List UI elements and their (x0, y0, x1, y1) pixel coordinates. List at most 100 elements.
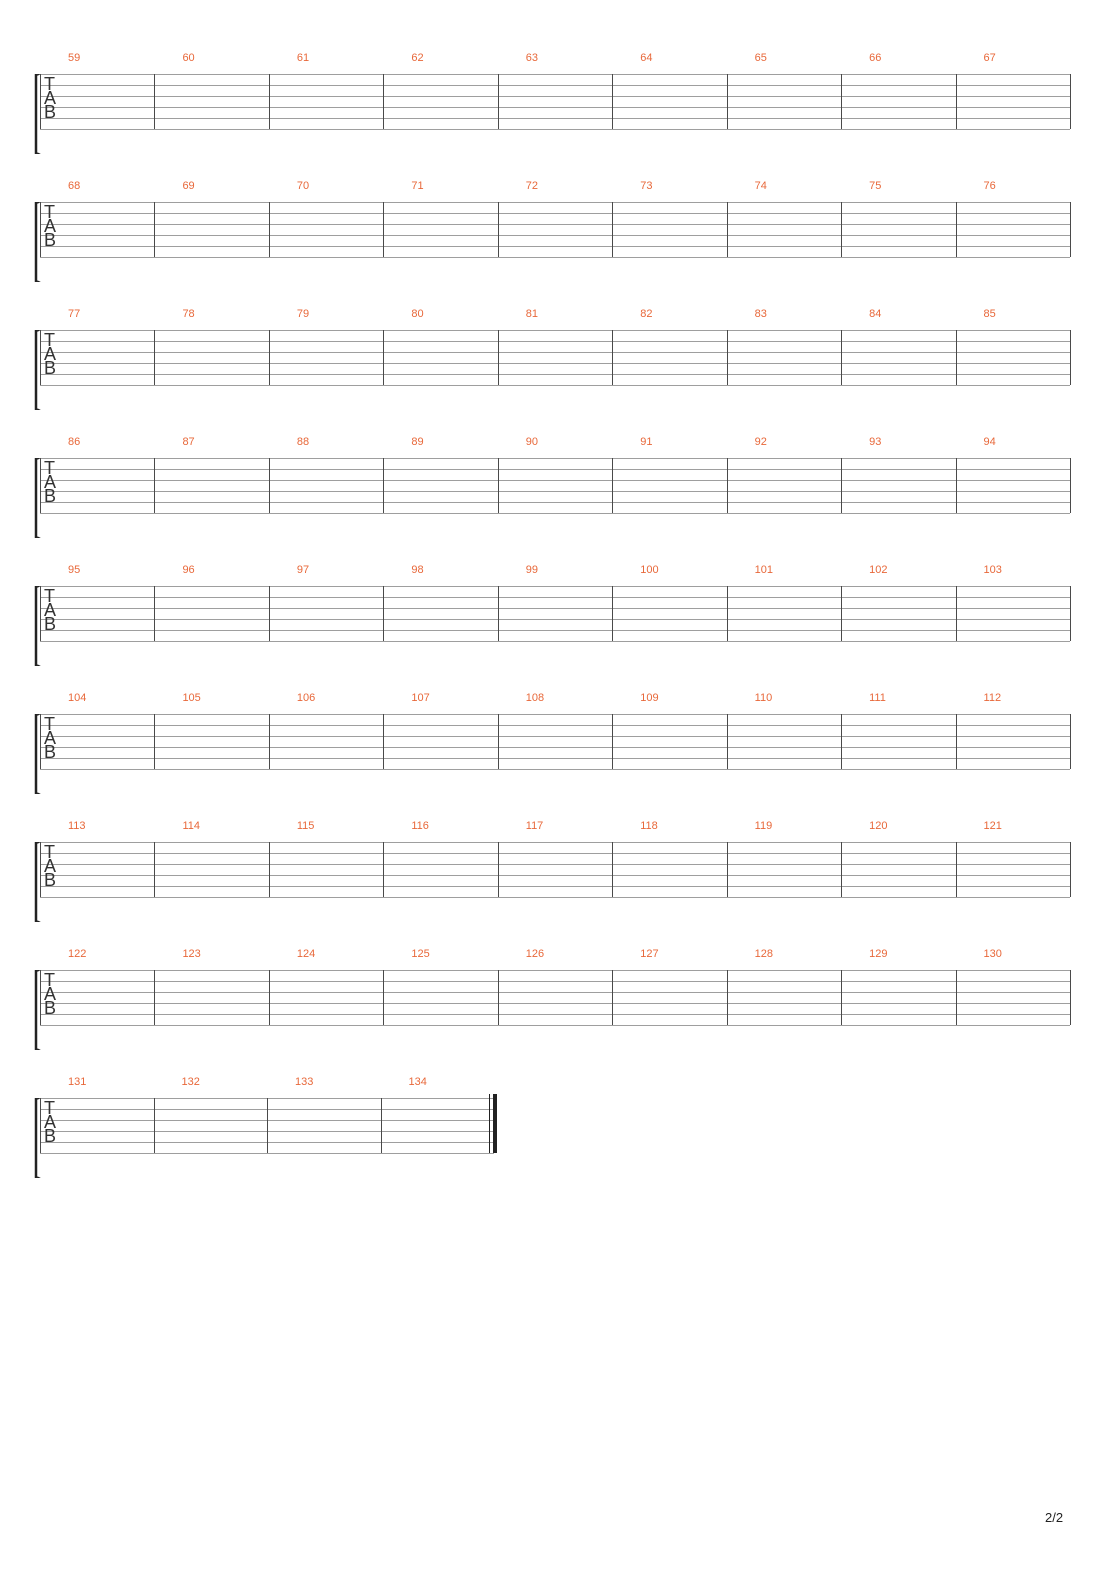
measure-number: 85 (983, 308, 996, 320)
barline (841, 458, 842, 513)
tab-clef-letter: T (44, 842, 55, 862)
tab-clef-letter: A (44, 472, 57, 492)
barline (956, 714, 957, 769)
barline (956, 970, 957, 1025)
barline (612, 202, 613, 257)
measure-number: 87 (182, 436, 195, 448)
measure-number: 90 (525, 436, 539, 448)
staff-line (40, 897, 1070, 898)
barline (498, 330, 499, 385)
tab-clef-letter: B (44, 230, 57, 250)
tab-clef-letter: T (44, 714, 55, 734)
barline (841, 74, 842, 129)
measure-number: 92 (754, 436, 767, 448)
barline (40, 842, 41, 897)
staff-line (40, 886, 1070, 887)
staff-line (40, 853, 1070, 854)
tab-clef-letter: A (44, 600, 57, 620)
barline (498, 586, 499, 641)
measure-number: 81 (525, 308, 539, 320)
barline (727, 970, 728, 1025)
barline (956, 458, 957, 513)
measure-number: 131 (68, 1076, 87, 1088)
barline (498, 458, 499, 513)
staff-line (40, 747, 1070, 748)
barline (841, 714, 842, 769)
barline (1070, 74, 1071, 129)
barline (269, 842, 270, 897)
measure-number: 103 (983, 564, 1002, 576)
measure-number: 130 (983, 948, 1002, 960)
staff-line (40, 586, 1070, 587)
staff-line (40, 85, 1070, 86)
staff-line (40, 129, 1070, 130)
staff-line (40, 363, 1070, 364)
tab-clef-letter: T (44, 586, 55, 606)
measure-number: 124 (296, 948, 316, 960)
tab-clef-letter: B (44, 486, 57, 506)
staff-line (40, 374, 1070, 375)
staff-line (40, 758, 1070, 759)
measure-number: 129 (869, 948, 888, 960)
measure-number: 60 (182, 52, 195, 64)
staff-line (40, 246, 1070, 247)
tab-clef-letter: T (44, 1098, 55, 1118)
staff-line (40, 491, 1070, 492)
barline (841, 202, 842, 257)
measure-number: 108 (525, 692, 545, 704)
measure-number: 83 (754, 308, 767, 320)
measure-number: 71 (411, 180, 424, 192)
staff-line (40, 630, 1070, 631)
measure-number: 106 (296, 692, 316, 704)
tab-clef-letter: A (44, 856, 57, 876)
barline (269, 970, 270, 1025)
barline (727, 330, 728, 385)
barline (267, 1098, 268, 1153)
barline (498, 714, 499, 769)
measure-number: 118 (640, 820, 658, 832)
measure-number: 97 (296, 564, 310, 576)
staff-line (40, 480, 1070, 481)
staff-line (40, 641, 1070, 642)
measure-number: 59 (68, 52, 81, 64)
barline (383, 202, 384, 257)
barline (154, 714, 155, 769)
measure-number: 80 (411, 308, 424, 320)
measure-number: 84 (869, 308, 882, 320)
system-bracket (34, 330, 41, 410)
measure-number: 127 (640, 948, 659, 960)
barline (383, 970, 384, 1025)
barline (383, 586, 384, 641)
measure-number: 88 (296, 436, 310, 448)
barline (154, 202, 155, 257)
measure-number: 109 (640, 692, 659, 704)
barline (956, 74, 957, 129)
barline (383, 74, 384, 129)
barline (154, 74, 155, 129)
measure-number: 74 (754, 180, 767, 192)
measure-number: 121 (983, 820, 1002, 832)
measure-number: 125 (411, 948, 430, 960)
barline (727, 74, 728, 129)
measure-number: 105 (182, 692, 201, 704)
barline (956, 202, 957, 257)
staff-line (40, 118, 1070, 119)
staff-line (40, 257, 1070, 258)
barline (612, 458, 613, 513)
measure-number: 98 (411, 564, 424, 576)
staff-line (40, 385, 1070, 386)
barline (269, 714, 270, 769)
measure-number: 133 (295, 1076, 314, 1088)
measure-number: 77 (68, 308, 81, 320)
tab-clef-letter: B (44, 102, 57, 122)
measure-number: 123 (182, 948, 201, 960)
barline (841, 842, 842, 897)
measure-number: 96 (182, 564, 195, 576)
staff-line (40, 981, 1070, 982)
measure-number: 68 (68, 180, 81, 192)
tab-clef-letter: B (44, 358, 57, 378)
barline (40, 586, 41, 641)
